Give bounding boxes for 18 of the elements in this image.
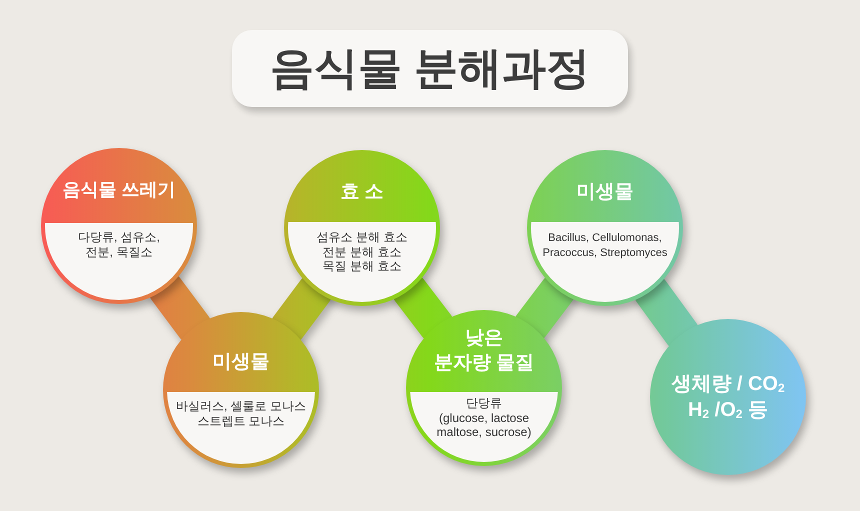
circle-title: 미생물 (212, 350, 270, 375)
process-circle (650, 319, 806, 475)
process-circle (406, 310, 562, 466)
process-circle (527, 150, 683, 306)
process-circle (41, 148, 197, 304)
circle-title: 낮은 분자량 물질 (434, 326, 534, 375)
circle-title: 음식물 쓰레기 (62, 178, 176, 202)
circle-title: 미생물 (576, 180, 634, 205)
circle-description: Bacillus, Cellulomonas, Pracoccus, Streptomyces (542, 231, 668, 260)
title-banner: 음식물 분해과정 (232, 30, 628, 107)
process-circle (284, 150, 440, 306)
circle-title: 효 소 (340, 180, 384, 205)
circle-title: 생체량 / CO$_{2}$ H$_{2}$ /O$_{2}$ 등 (671, 372, 785, 423)
circle-description: 바실러스, 셀룰로 모나스 스트렙트 모나스 (176, 399, 306, 428)
circle-description: 다당류, 섬유소, 전분, 목질소 (78, 230, 160, 259)
process-circle (163, 312, 319, 468)
circle-description: 섬유소 분해 효소 전분 분해 효소 목질 분해 효소 (316, 230, 408, 274)
circle-description: 단당류 (glucose, lactose maltose, sucrose) (436, 396, 532, 440)
